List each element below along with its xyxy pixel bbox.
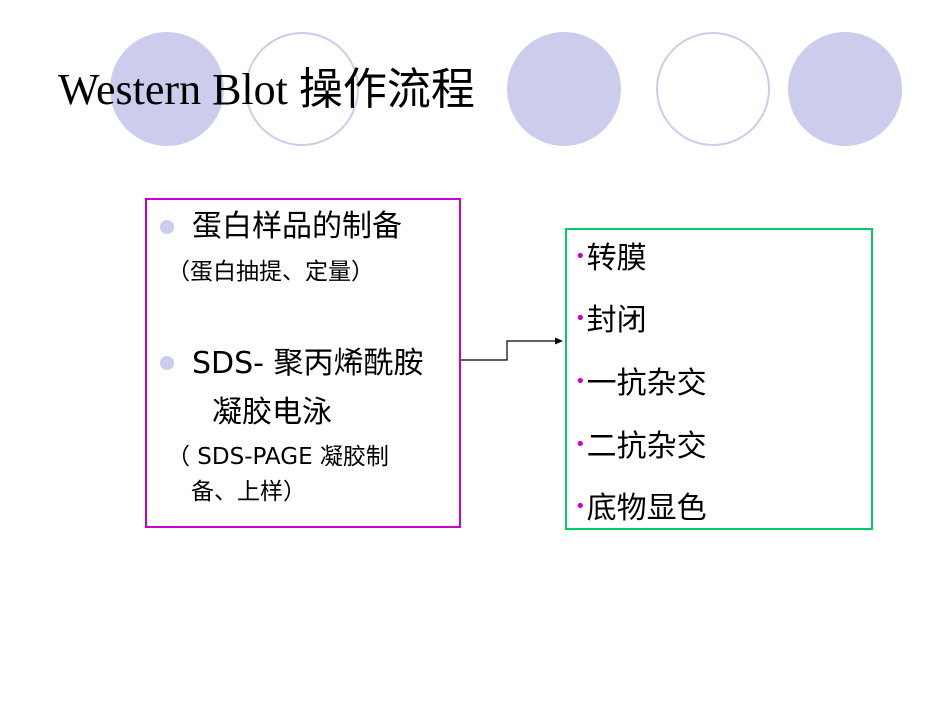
step-item: •转膜 xyxy=(575,239,647,277)
step-label: 一抗杂交 xyxy=(586,366,707,401)
bullet-dot-icon: • xyxy=(575,308,586,329)
slide-title: Western Blot 操作流程 xyxy=(58,65,475,114)
bullet-icon xyxy=(160,356,174,370)
decorative-circle-5 xyxy=(788,32,902,146)
item-sds-page-title-line1: SDS- 聚丙烯酰胺 xyxy=(192,346,424,381)
bullet-dot-icon: • xyxy=(575,246,586,267)
sample-prep-box: 蛋白样品的制备 （蛋白抽提、定量） SDS- 聚丙烯酰胺 凝胶电泳 （ SDS-… xyxy=(145,198,461,528)
decorative-circle-1 xyxy=(110,32,224,146)
bullet-dot-icon: • xyxy=(575,371,586,392)
decorative-circle-3 xyxy=(507,32,621,146)
step-item: •二抗杂交 xyxy=(575,427,707,465)
bullet-dot-icon: • xyxy=(575,434,586,455)
step-item: •一抗杂交 xyxy=(575,364,707,402)
bullet-dot-icon: • xyxy=(575,496,586,517)
step-label: 转膜 xyxy=(586,241,647,276)
step-label: 封闭 xyxy=(586,303,647,338)
step-label: 底物显色 xyxy=(586,491,707,526)
step-label: 二抗杂交 xyxy=(586,429,707,464)
item-sds-page-sub-line2: 备、上样） xyxy=(191,479,306,505)
item-sample-prep-title: 蛋白样品的制备 xyxy=(192,209,402,244)
flow-arrow-icon xyxy=(461,337,563,361)
bullet-icon xyxy=(160,220,174,234)
item-sample-prep-sub: （蛋白抽提、定量） xyxy=(167,259,374,285)
item-sds-page-sub-line1: （ SDS-PAGE 凝胶制 xyxy=(167,444,389,470)
decorative-circle-4 xyxy=(656,32,770,146)
step-item: •底物显色 xyxy=(575,489,707,527)
blot-steps-box: •转膜 •封闭 •一抗杂交 •二抗杂交 •底物显色 xyxy=(565,228,873,530)
step-item: •封闭 xyxy=(575,301,647,339)
decorative-circle-2 xyxy=(245,32,359,146)
item-sds-page-title-line2: 凝胶电泳 xyxy=(212,395,332,430)
